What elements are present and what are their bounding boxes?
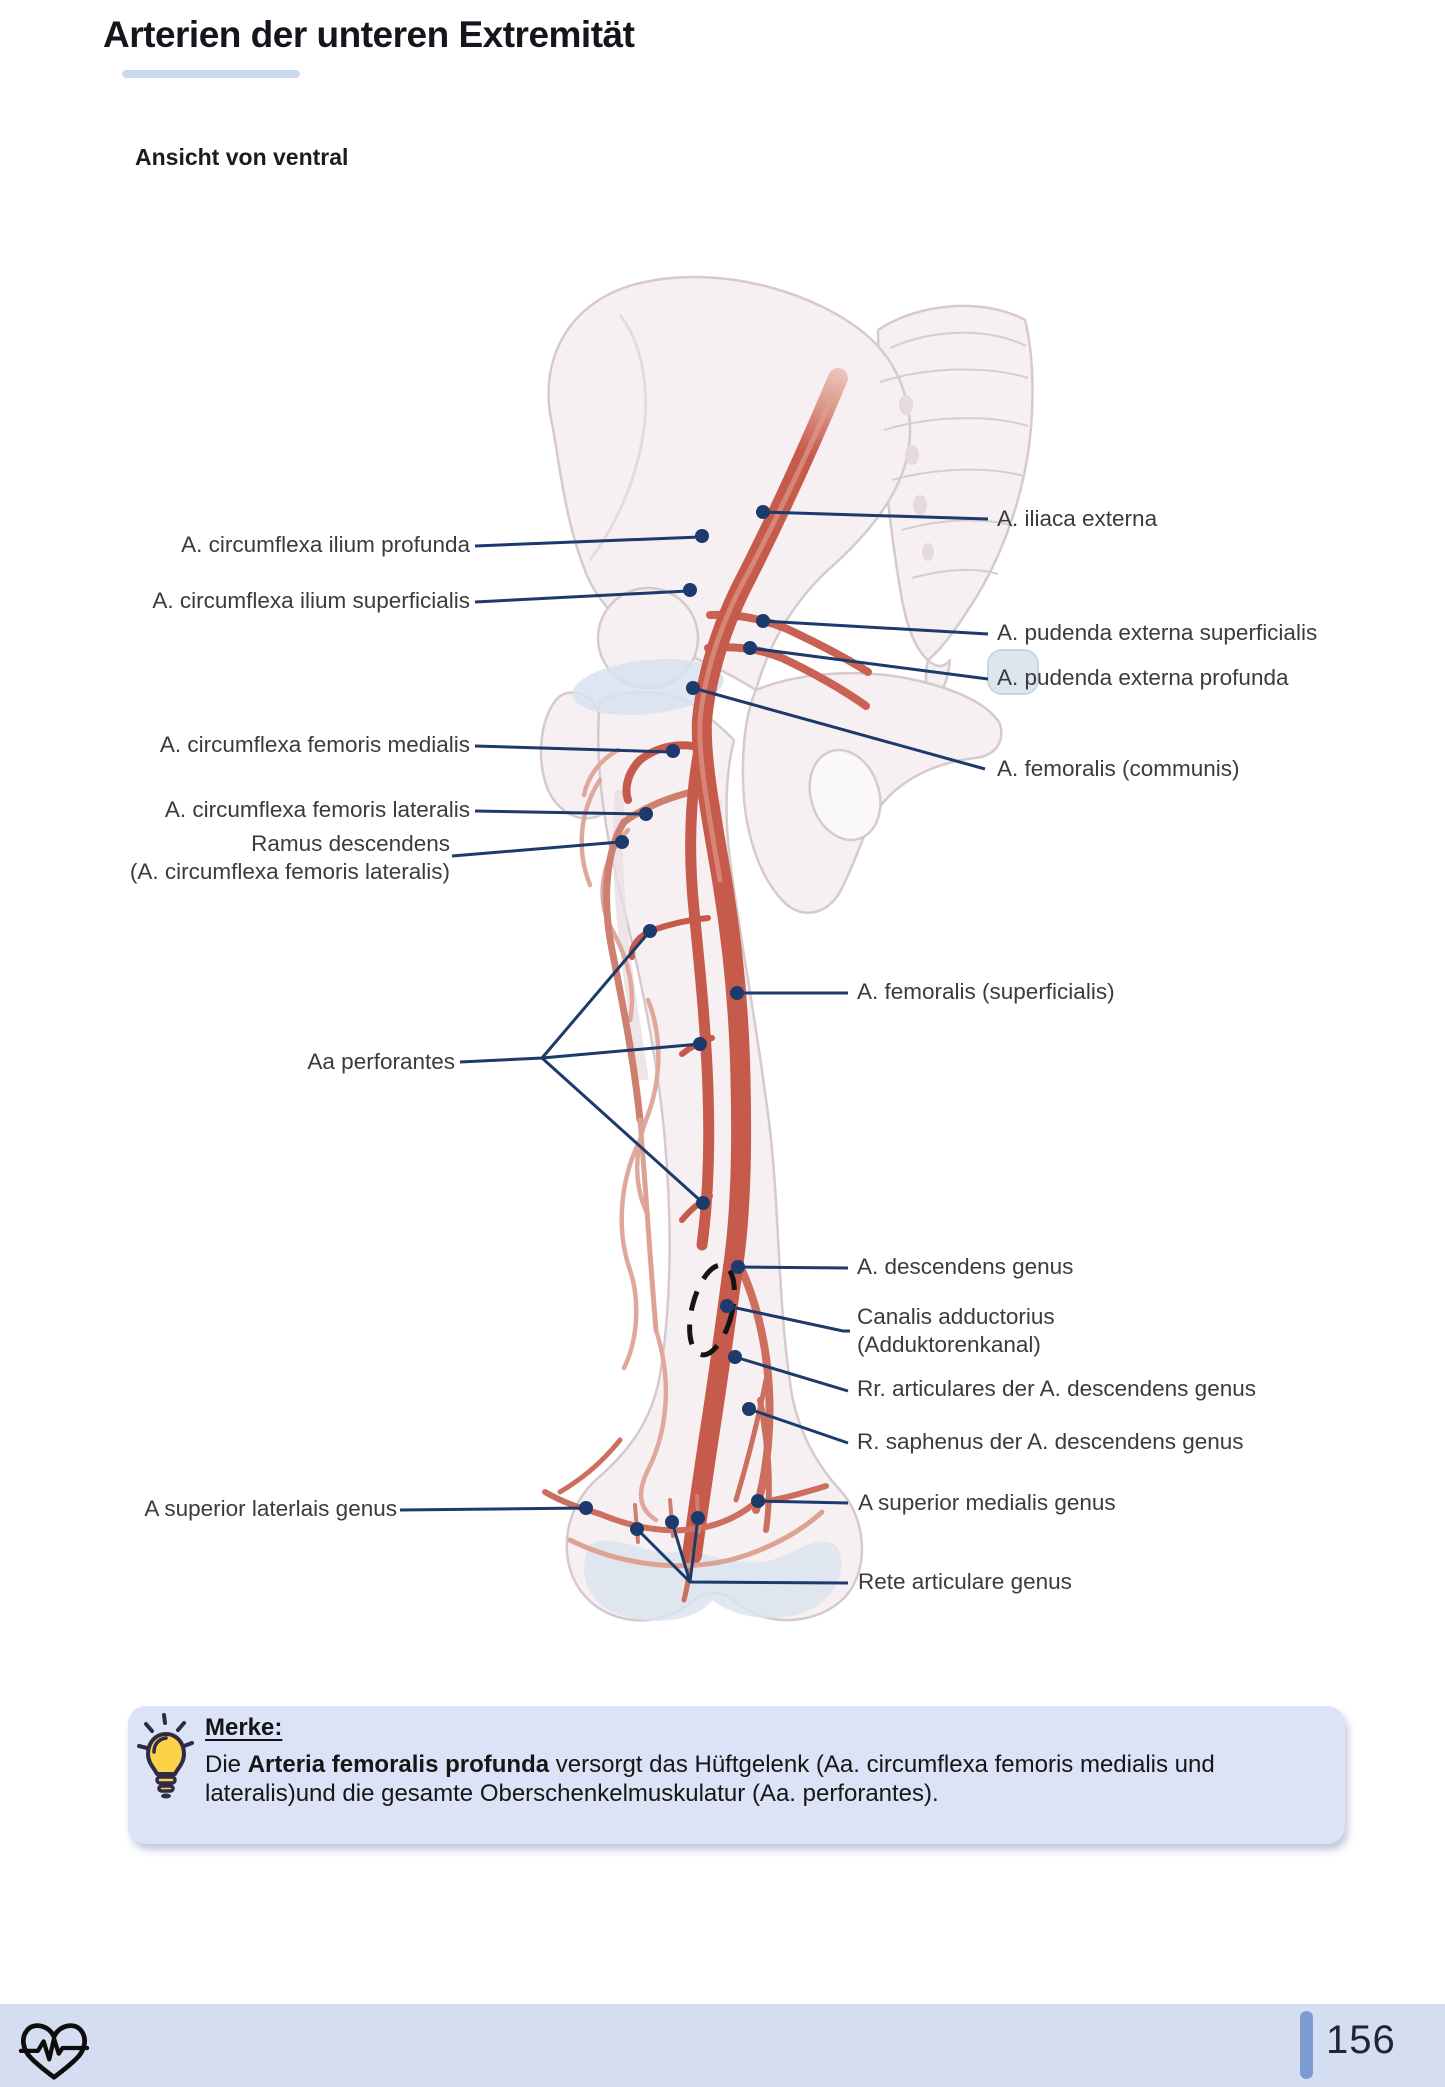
page-number-accent-bar <box>1300 2011 1313 2079</box>
note-text: versorgt das Hüftgelenk (Aa. circumflexa… <box>205 1751 1215 1807</box>
label-aa-perforantes: Aa perforantes <box>307 1049 455 1074</box>
label-line: Ramus descendens <box>251 831 450 856</box>
note-text-bold: Arteria femoralis profunda <box>247 1751 550 1778</box>
page-number: 156 <box>1326 2018 1396 2062</box>
label-r-saphenus: R. saphenus der A. descendens genus <box>857 1429 1244 1454</box>
label-ramus-descendens: Ramus descendens (A. circumflexa femoris… <box>130 830 450 886</box>
label-descendens-genus: A. descendens genus <box>857 1254 1074 1279</box>
label-superior-medialis-genus: A superior medialis genus <box>858 1490 1116 1515</box>
label-circumflexa-femoris-lateralis: A. circumflexa femoris lateralis <box>164 797 470 822</box>
page-title: Arterien der unteren Extremität <box>103 14 635 55</box>
lightbulb-icon <box>137 1713 194 1799</box>
label-circumflexa-femoris-medialis: A. circumflexa femoris medialis <box>159 732 470 757</box>
label-line: (Adduktorenkanal) <box>857 1332 1041 1357</box>
footer-bar: 156 <box>0 2004 1445 2087</box>
label-line: Canalis adductorius <box>857 1304 1055 1329</box>
label-line: (A. circumflexa femoris lateralis) <box>129 859 450 884</box>
merke-note-box: Merke: Die Arteria femoralis profunda ve… <box>128 1706 1345 1844</box>
label-iliaca-externa: A. iliaca externa <box>997 506 1158 531</box>
label-femoralis-communis: A. femoralis (communis) <box>997 756 1240 781</box>
label-superior-lateralis-genus: A superior laterlais genus <box>144 1496 397 1521</box>
note-body: Die Arteria femoralis profunda versorgt … <box>205 1750 1307 1808</box>
view-subtitle: Ansicht von ventral <box>135 144 349 170</box>
label-pudenda-externa-superficialis: A. pudenda externa superficialis <box>997 620 1318 645</box>
title-underline <box>122 70 300 78</box>
label-pudenda-externa-profunda: A. pudenda externa profunda <box>997 665 1289 690</box>
heartbeat-heart-icon <box>18 2023 90 2080</box>
note-heading: Merke: <box>205 1714 283 1741</box>
label-circumflexa-ilium-superficialis: A. circumflexa ilium superficialis <box>152 588 470 613</box>
note-text: Die <box>205 1751 248 1778</box>
label-rr-articulares: Rr. articulares der A. descendens genus <box>857 1376 1256 1401</box>
label-femoralis-superficialis: A. femoralis (superficialis) <box>857 979 1115 1004</box>
leader-dots <box>579 505 770 1536</box>
label-rete-articulare-genus: Rete articulare genus <box>858 1569 1072 1594</box>
label-circumflexa-ilium-profunda: A. circumflexa ilium profunda <box>181 532 470 557</box>
canalis-adductorius-dashed-marker <box>687 1262 737 1358</box>
leader-lines <box>399 510 989 1585</box>
label-canalis-adductorius: Canalis adductorius (Adduktorenkanal) <box>857 1303 1055 1359</box>
